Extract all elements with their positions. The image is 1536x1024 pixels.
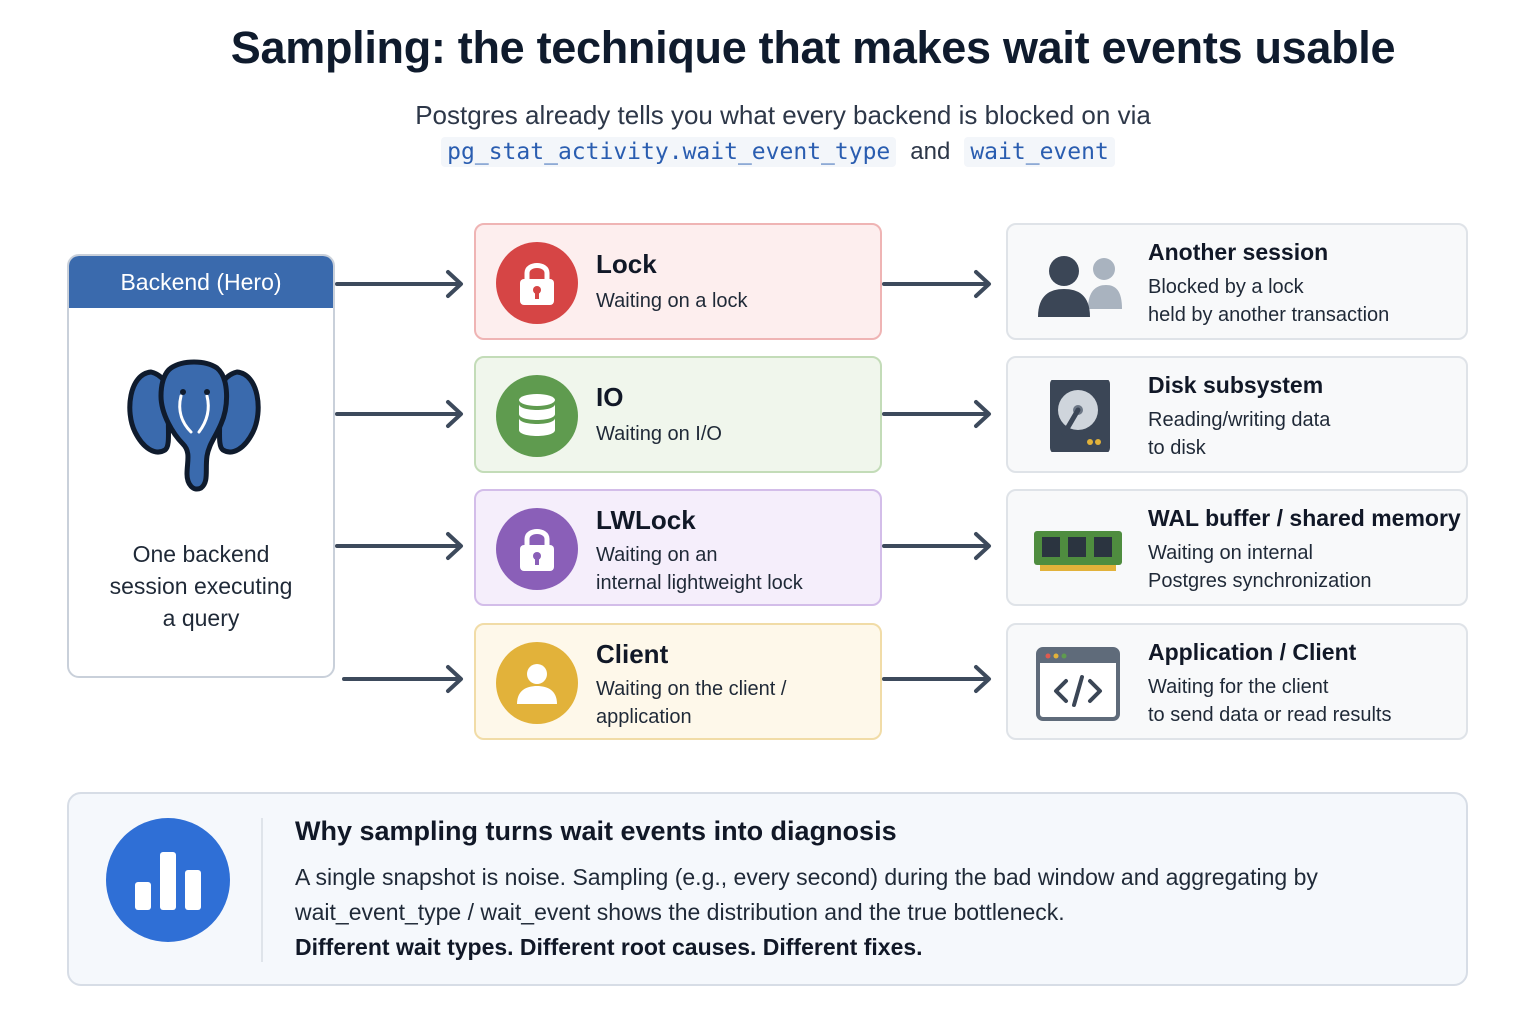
arrow-client-app bbox=[882, 665, 991, 693]
panel-title: Why sampling turns wait events into diag… bbox=[295, 816, 897, 846]
postgres-elephant-icon bbox=[121, 352, 267, 503]
users-icon bbox=[1032, 247, 1124, 319]
arrow-lock-session bbox=[882, 270, 991, 298]
category-desc: Waiting on the client /application bbox=[596, 678, 787, 728]
category-desc: Waiting on I/O bbox=[596, 423, 722, 445]
target-application-client: Application / Client Waiting for the cli… bbox=[1006, 623, 1468, 740]
database-icon bbox=[496, 375, 578, 457]
arrow-hero-client bbox=[342, 665, 463, 693]
target-wal-buffer: WAL buffer / shared memory Waiting on in… bbox=[1006, 489, 1468, 606]
hero-description: One backend session executing a query bbox=[109, 541, 293, 631]
target-name: Application / Client bbox=[1148, 639, 1357, 665]
page-title: Sampling: the technique that makes wait … bbox=[230, 22, 1396, 73]
code-line: pg_stat_activity.wait_event_type and wait_… bbox=[0, 137, 1536, 167]
code-window-icon bbox=[1032, 647, 1124, 721]
sampling-explanation-panel: Why sampling turns wait events into diag… bbox=[67, 792, 1468, 986]
arrow-hero-lock bbox=[335, 270, 463, 298]
hard-drive-icon bbox=[1032, 378, 1124, 454]
panel-divider bbox=[261, 818, 263, 962]
user-icon bbox=[496, 642, 578, 724]
category-client: Client Waiting on the client /applicatio… bbox=[474, 623, 882, 740]
target-name: Another session bbox=[1148, 239, 1329, 265]
lock-icon bbox=[496, 508, 578, 590]
category-name: IO bbox=[596, 382, 624, 412]
memory-chip-icon bbox=[1032, 513, 1124, 585]
target-name: Disk subsystem bbox=[1148, 372, 1324, 398]
panel-body: A single snapshot is noise. Sampling (e.… bbox=[295, 864, 1318, 925]
arrow-hero-lwlock bbox=[335, 532, 463, 560]
category-name: LWLock bbox=[596, 505, 696, 535]
wait-event-type-code: pg_stat_activity.wait_event_type bbox=[441, 137, 897, 167]
arrow-lwlock-wal bbox=[882, 532, 991, 560]
bar-chart-icon bbox=[106, 818, 230, 942]
hero-header: Backend (Hero) bbox=[69, 256, 333, 308]
arrow-io-disk bbox=[882, 400, 991, 428]
category-io: IO Waiting on I/O bbox=[474, 356, 882, 473]
and-text: and bbox=[910, 138, 951, 165]
target-name: WAL buffer / shared memory bbox=[1148, 505, 1461, 531]
panel-tagline: Different wait types. Different root cau… bbox=[295, 934, 923, 960]
category-lock: Lock Waiting on a lock bbox=[474, 223, 882, 340]
category-desc: Waiting on a lock bbox=[596, 290, 748, 312]
category-name: Client bbox=[596, 639, 669, 669]
wait-event-code: wait_event bbox=[964, 137, 1115, 167]
lock-icon bbox=[496, 242, 578, 324]
page-subtitle: Postgres already tells you what every ba… bbox=[415, 100, 1151, 130]
backend-hero-card: Backend (Hero) One backend session execu… bbox=[67, 254, 335, 678]
category-name: Lock bbox=[596, 249, 657, 279]
arrow-hero-io bbox=[335, 400, 463, 428]
